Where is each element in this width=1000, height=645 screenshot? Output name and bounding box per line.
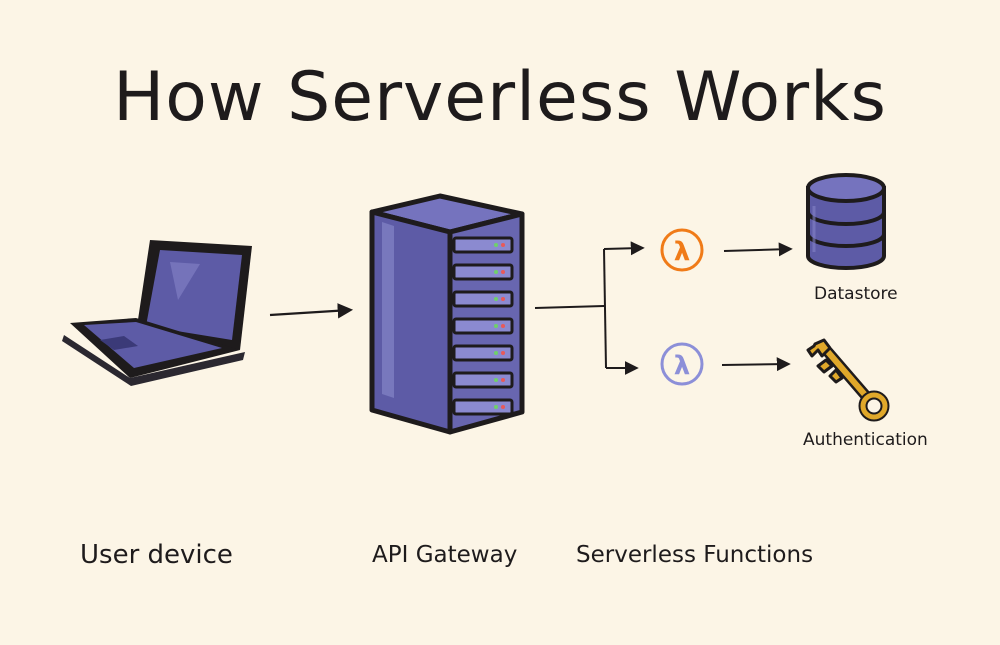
server-rack-icon [369,193,525,435]
lambda-icon: λ [660,342,704,386]
lambda-glyph: λ [674,351,690,381]
laptop-icon [62,240,252,386]
lambda-icon: λ [660,228,704,272]
label-authentication: Authentication [803,430,928,450]
key-icon [806,338,890,422]
arrow-split-to-lambda-1 [603,241,645,256]
label-api-gateway: API Gateway [372,542,518,568]
arrow-device-to-gateway [269,303,354,319]
connector-gateway-split [534,305,605,309]
lambda-glyph: λ [674,237,690,267]
connector-split-vertical [603,248,607,369]
label-serverless-functions: Serverless Functions [576,542,814,568]
arrow-lambda-2-to-authentication [721,357,791,372]
diagram-title: How Serverless Works [113,58,887,137]
database-icon [806,173,886,270]
arrow-lambda-1-to-datastore [723,242,793,257]
label-user-device: User device [80,540,233,570]
label-datastore: Datastore [814,284,898,304]
